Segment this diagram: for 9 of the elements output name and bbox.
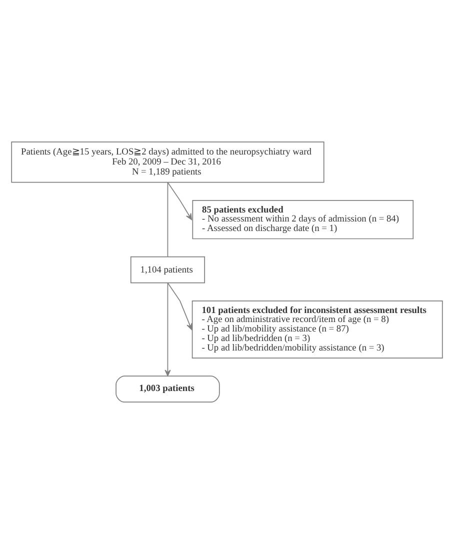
node-box: 1,104 patients xyxy=(130,256,206,284)
node-box: 85 patients excluded - No assessment within 2 days of admission (n = 84) - Assessed on discharge date (n = 1) xyxy=(192,200,414,240)
node-box: 101 patients excluded for inconsistent assessment results - Age on administrative record/item of age (n = 8) - Up ad lib/mobility assistance (n = 87) - Up ad lib/bedridden (n = 3) - Up ad lib/bedridden/mobility assistance (n = 3) xyxy=(192,300,443,358)
connector xyxy=(167,182,168,258)
node-box: 1,003 patients xyxy=(116,376,220,403)
arrow xyxy=(167,282,192,330)
arrow xyxy=(167,182,192,220)
node-box: Patients (Age≧15 years, LOS≧2 days) admitted to the neuropsychiatry ward Feb 20, 2009 – Dec 31, 2016 N = 1,189 patients xyxy=(11,141,324,183)
arrow xyxy=(164,282,171,376)
